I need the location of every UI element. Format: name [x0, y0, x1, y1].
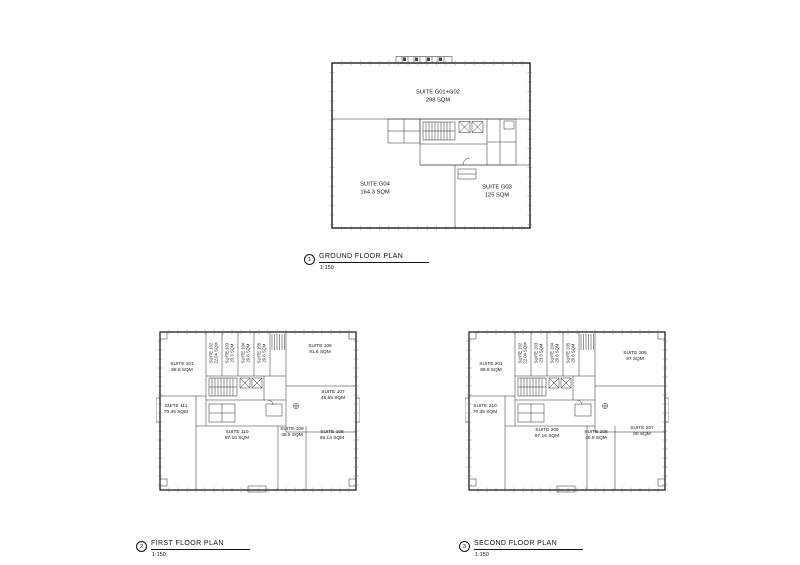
suite-name: SUITE G03	[482, 184, 512, 191]
first-floor-plan: SUITE 101 88.8 SQM SUITE 102 22.04 SQM S…	[156, 328, 360, 494]
suite-name: SUITE 110	[225, 429, 249, 435]
suite-label-107: SUITE 107 45.55 SQM	[321, 390, 345, 402]
suite-name: SUITE 109	[280, 426, 304, 432]
suite-label-105: SUITE 105 20.6 SQM	[257, 343, 268, 363]
suite-label-g04: SUITE G04 164.3 SQM	[360, 181, 390, 198]
suite-area: 80 SQM	[633, 432, 651, 437]
second-floor-plan-drawing	[465, 329, 669, 493]
suite-name: SUITE 201	[479, 361, 503, 367]
plan-number-bubble: 1	[304, 254, 315, 265]
suite-name: SUITE 108	[320, 429, 344, 435]
suite-area: 298 SQM	[425, 98, 451, 104]
suite-area: 45.55 SQM	[320, 396, 346, 401]
suite-label-110: SUITE 110 97.16 SQM	[225, 430, 249, 442]
plan-title: SECOND FLOOR PLAN	[474, 540, 584, 550]
suite-area: 164.3 SQM	[360, 190, 390, 196]
suite-label-203: SUITE 203 23.3 SQM	[534, 343, 545, 363]
suite-name: SUITE G01+G02	[416, 89, 460, 96]
suite-name: SUITE 101	[170, 361, 194, 367]
suite-label-g01-g02: SUITE G01+G02 298 SQM	[416, 89, 460, 106]
suite-area: 48.5 SQM	[281, 433, 303, 438]
suite-name: SUITE G04	[360, 181, 390, 188]
suite-area: 23.3 SQM	[230, 343, 235, 363]
suite-area: 88.8 SQM	[480, 368, 502, 373]
suite-label-201: SUITE 201 88.8 SQM	[479, 362, 502, 374]
suite-area: 22.04 SQM	[214, 342, 219, 364]
suite-label-111: SUITE 111 70.35 SQM	[164, 404, 188, 416]
suite-area: 70.35 SQM	[163, 410, 189, 415]
suite-label-205: SUITE 205 20.6 SQM	[566, 343, 577, 363]
plan-caption-second: 3 SECOND FLOOR PLAN 1:150	[459, 540, 584, 558]
suite-name: SUITE 209	[535, 427, 559, 433]
plan-title: GROUND FLOOR PLAN	[319, 253, 430, 263]
suite-label-g03: SUITE G03 125 SQM	[482, 184, 512, 201]
suite-label-209: SUITE 209 97.16 SQM	[535, 428, 559, 440]
suite-name: SUITE 210	[473, 403, 497, 409]
suite-name: SUITE 208	[584, 429, 608, 435]
suite-label-103: SUITE 103 23.3 SQM	[225, 343, 236, 363]
suite-area: 97.16 SQM	[224, 436, 250, 441]
suite-name: SUITE 106	[308, 343, 332, 349]
suite-label-208: SUITE 208 40.5 SQM	[584, 430, 607, 442]
plan-number-bubble: 2	[136, 541, 147, 552]
plan-caption-first: 2 FIRST FLOOR PLAN 1:150	[136, 540, 250, 558]
suite-label-109: SUITE 109 48.5 SQM	[280, 427, 303, 439]
suite-name: SUITE 107	[321, 389, 345, 395]
suite-area: 97 SQM	[626, 357, 644, 362]
suite-name: SUITE 207	[630, 425, 654, 431]
plan-title: FIRST FLOOR PLAN	[151, 540, 250, 550]
suite-label-206: SUITE 206 97 SQM	[623, 351, 646, 363]
ground-floor-plan-drawing	[330, 56, 532, 230]
suite-label-104: SUITE 104 20.6 SQM	[241, 343, 252, 363]
plan-number-bubble: 3	[459, 541, 470, 552]
second-floor-plan: SUITE 201 88.8 SQM SUITE 202 22.04 SQM S…	[465, 328, 669, 494]
suite-area: 88.8 SQM	[171, 368, 193, 373]
suite-area: 20.6 SQM	[555, 343, 560, 363]
suite-label-204: SUITE 204 20.6 SQM	[550, 343, 561, 363]
suite-label-106: SUITE 106 91.6 SQM	[308, 344, 331, 356]
suite-area: 20.6 SQM	[246, 343, 251, 363]
suite-area: 23.3 SQM	[539, 343, 544, 363]
suite-label-101: SUITE 101 88.8 SQM	[170, 362, 193, 374]
suite-label-202: SUITE 202 22.04 SQM	[518, 342, 529, 363]
plan-caption-ground: 1 GROUND FLOOR PLAN 1:150	[304, 253, 430, 271]
suite-area: 125 SQM	[484, 193, 510, 199]
suite-area: 22.04 SQM	[523, 342, 528, 364]
suite-label-207: SUITE 207 80 SQM	[630, 426, 653, 438]
suite-area: 70.35 SQM	[472, 410, 498, 415]
suite-area: 91.6 SQM	[309, 350, 331, 355]
suite-area: 20.6 SQM	[262, 343, 267, 363]
suite-label-108: SUITE 108 69.14 SQM	[320, 430, 344, 442]
suite-area: 69.14 SQM	[319, 436, 345, 441]
suite-name: SUITE 206	[623, 350, 647, 356]
suite-label-210: SUITE 210 70.35 SQM	[473, 404, 497, 416]
ground-floor-plan: SUITE G01+G02 298 SQM SUITE G04 164.3 SQ…	[330, 55, 532, 230]
suite-label-102: SUITE 102 22.04 SQM	[209, 342, 220, 363]
suite-area: 40.5 SQM	[585, 436, 607, 441]
suite-name: SUITE 111	[164, 403, 188, 409]
plan-scale: 1:150	[475, 551, 489, 558]
plan-scale: 1:150	[320, 264, 334, 271]
suite-area: 20.6 SQM	[571, 343, 576, 363]
first-floor-plan-drawing	[156, 329, 360, 493]
suite-area: 97.16 SQM	[534, 434, 560, 439]
plan-scale: 1:150	[152, 551, 166, 558]
